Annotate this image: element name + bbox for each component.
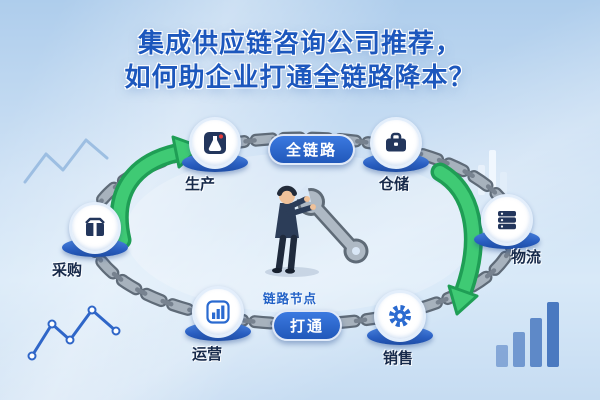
briefcase-icon: [386, 132, 406, 152]
node-label: 物流: [511, 249, 542, 266]
bar-chart-decoration-bottom-right-icon: [496, 302, 559, 367]
node-label: 运营: [192, 346, 223, 363]
node-operations: 运营: [185, 286, 251, 363]
bar-chart-icon: [206, 300, 230, 324]
node-label: 生产: [185, 176, 216, 193]
center-glow: [125, 153, 475, 313]
person-with-wrench-illustration: [265, 184, 369, 277]
title-line-1: 集成供应链咨询公司推荐，: [137, 28, 462, 58]
node-circle: [192, 286, 244, 338]
node-circle: [189, 117, 241, 169]
node-label: 销售: [383, 350, 414, 367]
line-chart-decoration-top-left-icon: [23, 138, 109, 184]
node-circle: [370, 117, 422, 169]
badge-breakthrough: 打通: [272, 310, 343, 341]
arrow-down-right-icon: [430, 162, 483, 316]
server-stack-icon: [498, 211, 516, 230]
node-warehousing: 仓储: [363, 117, 429, 193]
node-label: 采购: [52, 262, 83, 279]
page-title: 集成供应链咨询公司推荐， 如何助企业打通全链路降本？: [0, 26, 600, 94]
node-circle: [481, 194, 533, 246]
node-label: 仓储: [379, 176, 410, 193]
node-circle: [374, 290, 426, 342]
package-box-icon: [85, 217, 105, 236]
badge-full-chain: 全链路: [268, 134, 356, 165]
flask-icon: [204, 132, 226, 154]
node-circle: [69, 202, 121, 254]
gear-icon: [389, 305, 411, 327]
node-procurement: 采购: [52, 202, 128, 279]
title-line-2: 如何助企业打通全链路降本？: [124, 62, 476, 92]
node-production: 生产: [182, 117, 248, 193]
node-logistics: 物流: [474, 194, 541, 266]
line-chart-decoration-bottom-left-icon: [27, 305, 121, 361]
label-chain-node: 链路节点: [263, 292, 318, 306]
node-sales: 销售: [367, 290, 433, 367]
